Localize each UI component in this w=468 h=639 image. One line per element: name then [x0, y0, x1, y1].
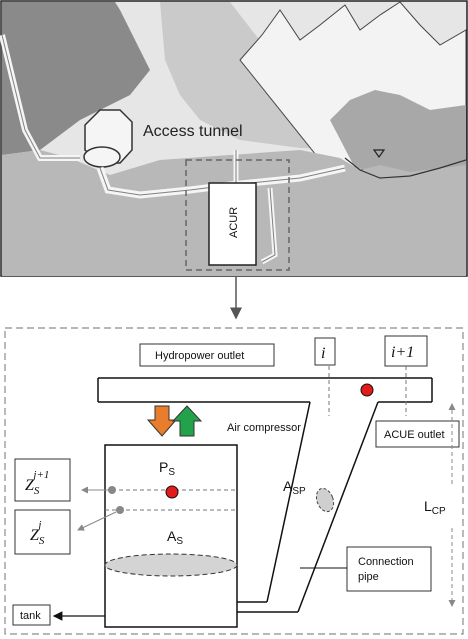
water-level-marker	[372, 149, 386, 159]
asp-label: ASP	[283, 478, 306, 497]
air-outflow-arrow	[171, 405, 203, 437]
zs-j1-box	[14, 458, 71, 502]
bottom-panel-frame	[4, 327, 464, 635]
air-inflow-arrow	[146, 405, 178, 437]
tank-label: tank	[20, 610, 41, 622]
connection-pipe-right-wall	[297, 401, 379, 613]
connection-pipe-label-line1: Connection	[358, 556, 414, 568]
tank-box	[12, 604, 51, 626]
ps-label: PS	[159, 459, 175, 478]
lcp-label: LCP	[424, 498, 446, 517]
left-mountain	[2, 2, 150, 155]
connection-pipe-left-wall	[266, 401, 311, 603]
section-i1-label: i+1	[391, 344, 414, 361]
acur-chamber	[208, 182, 257, 266]
right-mountain-mass	[330, 90, 466, 180]
bottom-panel: Hydropower outlet i i+1 Air compressor	[4, 327, 464, 635]
reservoir-water	[344, 157, 467, 179]
acue-outlet-box	[375, 420, 460, 448]
as-section-ellipse	[104, 553, 238, 577]
connection-pipe-box	[346, 546, 432, 592]
level-j-marker	[116, 506, 124, 514]
asp-section-ellipse	[315, 487, 335, 513]
zs-j-label: ZSj	[30, 519, 45, 547]
detail-box	[185, 159, 290, 271]
chamber-red-marker	[165, 485, 179, 499]
zs-j-box	[14, 509, 71, 555]
top-panel: Access tunnel ACUR	[0, 0, 468, 277]
turbine-ellipse	[83, 146, 121, 168]
level-j1-marker	[108, 486, 116, 494]
acur-label: ACUR	[228, 207, 240, 238]
access-tunnel-label: Access tunnel	[143, 123, 243, 140]
section-i-box	[314, 337, 336, 366]
outlet-red-marker	[360, 383, 374, 397]
hydropower-outlet-box	[139, 343, 275, 367]
connection-pipe-label-line2: pipe	[358, 571, 379, 583]
section-i-label: i	[321, 345, 325, 362]
hydropower-outlet-label: Hydropower outlet	[155, 350, 244, 362]
air-compressor-label: Air compressor	[227, 422, 301, 434]
zs-j1-label: ZSj+1	[25, 469, 49, 497]
zs-j-pointer	[77, 511, 117, 531]
acue-outlet-label: ACUE outlet	[384, 429, 445, 441]
surge-chamber	[104, 444, 238, 628]
as-label: AS	[167, 528, 183, 547]
